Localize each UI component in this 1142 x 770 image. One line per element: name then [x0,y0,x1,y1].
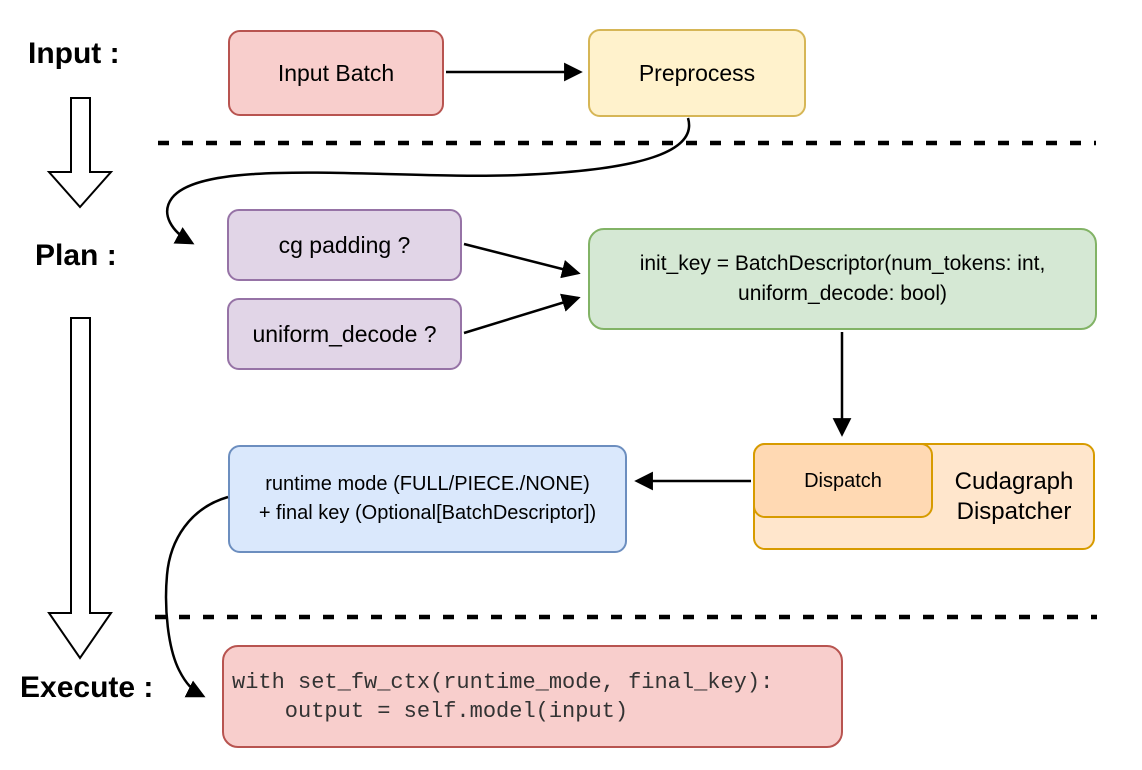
cudagraph-label-line1: Cudagraph [954,467,1074,495]
node-preprocess: Preprocess [588,29,806,117]
node-runtime-mode-line2: + final key (Optional[BatchDescriptor]) [258,502,597,524]
node-input-batch-label: Input Batch [277,60,395,86]
node-init-key: init_key = BatchDescriptor(num_tokens: i… [588,228,1097,330]
node-execute-code: with set_fw_ctx(runtime_mode, final_key)… [222,645,843,748]
cudagraph-label-line2: Dispatcher [956,497,1072,525]
stage-label-input: Input : [28,37,120,70]
node-execute-code-line1: with set_fw_ctx(runtime_mode, final_key)… [232,669,774,695]
node-cg-padding: cg padding ? [227,209,462,281]
node-init-key-line2: uniform_decode: bool) [738,282,947,305]
node-cg-padding-label: cg padding ? [278,232,411,258]
node-dispatch-label: Dispatch [804,469,882,492]
node-input-batch: Input Batch [228,30,444,116]
node-uniform-decode-label: uniform_decode ? [252,321,437,347]
node-dispatch: Dispatch [753,443,933,518]
arrow-uniform-decode-to-init-key [463,293,581,335]
stage-label-plan: Plan : [35,239,117,272]
node-execute-code-line2: output = self.model(input) [232,698,629,724]
stage-label-execute: Execute : [20,671,154,704]
node-preprocess-label: Preprocess [638,60,756,86]
arrow-cg-padding-to-init-key [463,242,581,279]
node-cudagraph-dispatcher-label: Cudagraph Dispatcher [933,443,1095,550]
arrow-runtime-mode-to-execute-code [164,495,229,698]
node-runtime-mode: runtime mode (FULL/PIECE./NONE) + final … [228,445,627,553]
node-runtime-mode-line1: runtime mode (FULL/PIECE./NONE) [265,473,590,495]
flow-arrow-plan-to-execute [47,317,113,660]
node-init-key-line1: init_key = BatchDescriptor(num_tokens: i… [639,252,1046,275]
flow-arrow-input-to-plan [46,97,114,209]
node-uniform-decode: uniform_decode ? [227,298,462,370]
